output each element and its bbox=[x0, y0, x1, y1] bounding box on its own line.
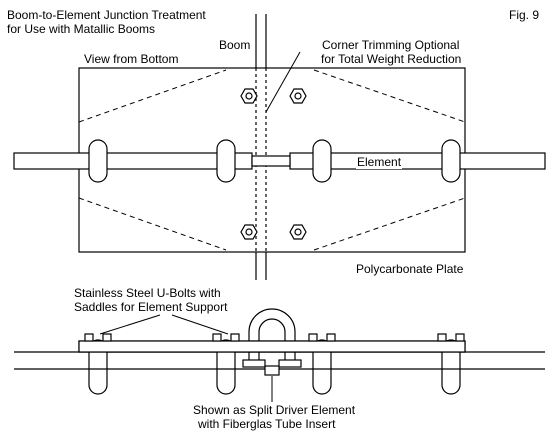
ubolts-top-view bbox=[88, 139, 461, 183]
polycarbonate-plate-label: Polycarbonate Plate bbox=[356, 262, 464, 276]
leader-lines bbox=[99, 51, 301, 402]
title-line-2: for Use with Matallic Booms bbox=[7, 22, 156, 36]
ubolts-label-1: Stainless Steel U-Bolts with bbox=[74, 286, 221, 300]
split-driver-label-1: Shown as Split Driver Element bbox=[193, 403, 356, 417]
boom-label: Boom bbox=[218, 38, 252, 52]
element-ubolts-side bbox=[88, 339, 461, 395]
boom-top-view bbox=[255, 14, 267, 280]
element-label: Element bbox=[356, 155, 403, 169]
fiberglass-insert-side bbox=[264, 365, 280, 376]
corner-trimming-label-1: Corner Trimming Optional bbox=[321, 38, 461, 52]
fiberglass-insert-top bbox=[251, 155, 291, 167]
element-tube-top bbox=[13, 152, 546, 170]
split-driver-label-2: with Fiberglas Tube Insert bbox=[198, 417, 336, 431]
ubolts-label-2: Saddles for Element Support bbox=[74, 300, 228, 314]
title-line-1: Boom-to-Element Junction Treatment bbox=[7, 8, 206, 22]
figure-number: Fig. 9 bbox=[509, 8, 540, 22]
corner-trimming-label-2: for Total Weight Reduction bbox=[320, 52, 463, 66]
element-ubolt-nuts bbox=[84, 333, 465, 342]
boom-clamp-nuts bbox=[240, 88, 307, 240]
polycarbonate-plate-side-front bbox=[78, 340, 466, 353]
corner-trim-lines bbox=[78, 69, 466, 251]
view-from-bottom-label: View from Bottom bbox=[84, 52, 179, 66]
boom-clamp-nuts-side bbox=[242, 359, 302, 368]
boom-clamp-ubolt bbox=[248, 308, 296, 366]
